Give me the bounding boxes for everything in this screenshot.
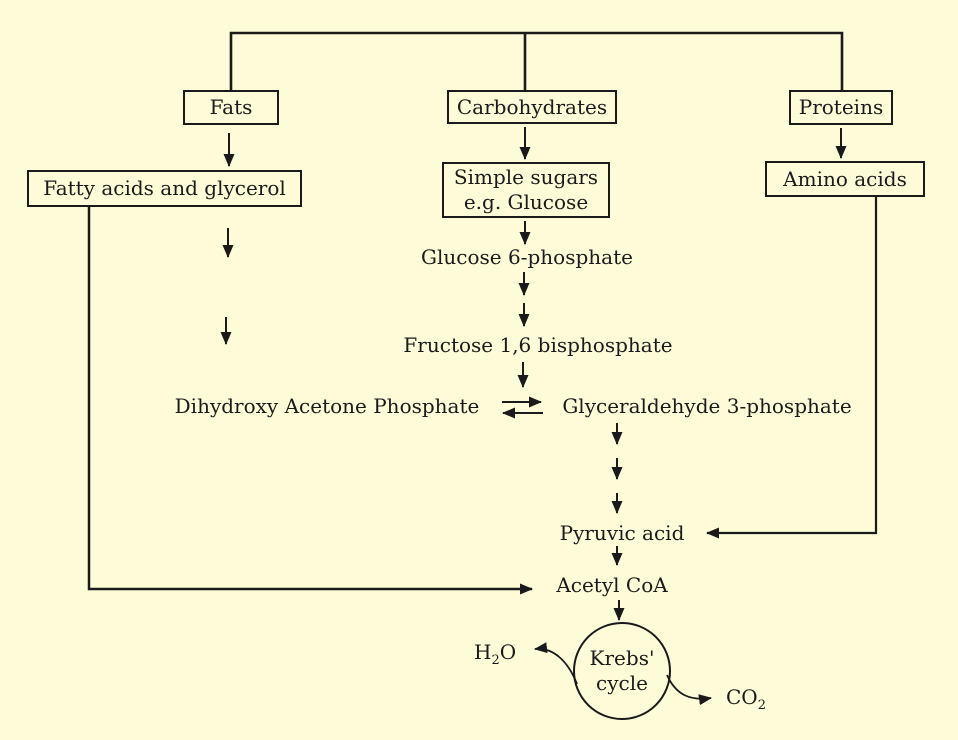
krebs-cycle-circle: Krebs' cycle (573, 622, 671, 720)
co2-subscript: 2 (757, 698, 766, 713)
fructose-16-bisphosphate-label: Fructose 1,6 bisphosphate (403, 333, 673, 357)
acetyl-coa-label: Acetyl CoA (556, 573, 668, 597)
top-tree-line (229, 31, 844, 90)
fats-label: Fats (209, 95, 253, 119)
co2-label: CO2 (726, 685, 766, 712)
co2-base: CO (726, 685, 758, 709)
arrow-krebs-to-h2o (534, 642, 578, 685)
dihydroxy-acetone-phosphate-label: Dihydroxy Acetone Phosphate (174, 394, 480, 418)
glyceraldehyde-3-phosphate-label: Glyceraldehyde 3-phosphate (562, 394, 852, 418)
glucose-6-phosphate-label: Glucose 6-phosphate (421, 245, 633, 269)
simple-sugars-line1: Simple sugars (453, 165, 599, 189)
amino-acids-label: Amino acids (783, 166, 907, 191)
h2o-label: H2O (474, 640, 517, 667)
fatty-acids-glycerol-label: Fatty acids and glycerol (43, 176, 286, 200)
fats-box: Fats (183, 90, 279, 125)
proteins-label: Proteins (798, 95, 884, 119)
krebs-line2: cycle (596, 671, 648, 695)
amino-acids-box: Amino acids (765, 161, 925, 197)
krebs-line1: Krebs' (589, 646, 655, 670)
proteins-box: Proteins (789, 90, 893, 125)
h2o-base1: H (474, 640, 492, 664)
simple-sugars-box: Simple sugars e.g. Glucose (442, 162, 610, 218)
h2o-base2: O (499, 640, 517, 664)
h2o-subscript: 2 (491, 653, 500, 668)
fatty-acids-glycerol-box: Fatty acids and glycerol (27, 170, 302, 207)
pyruvic-acid-label: Pyruvic acid (559, 521, 685, 545)
simple-sugars-line2: e.g. Glucose (463, 190, 589, 214)
arrow-krebs-to-co2 (666, 674, 712, 706)
carbohydrates-box: Carbohydrates (447, 90, 617, 124)
line-amino-to-pyruvic (706, 197, 878, 539)
carbohydrates-label: Carbohydrates (456, 94, 608, 119)
line-fattyacids-to-acetyl (87, 207, 533, 595)
